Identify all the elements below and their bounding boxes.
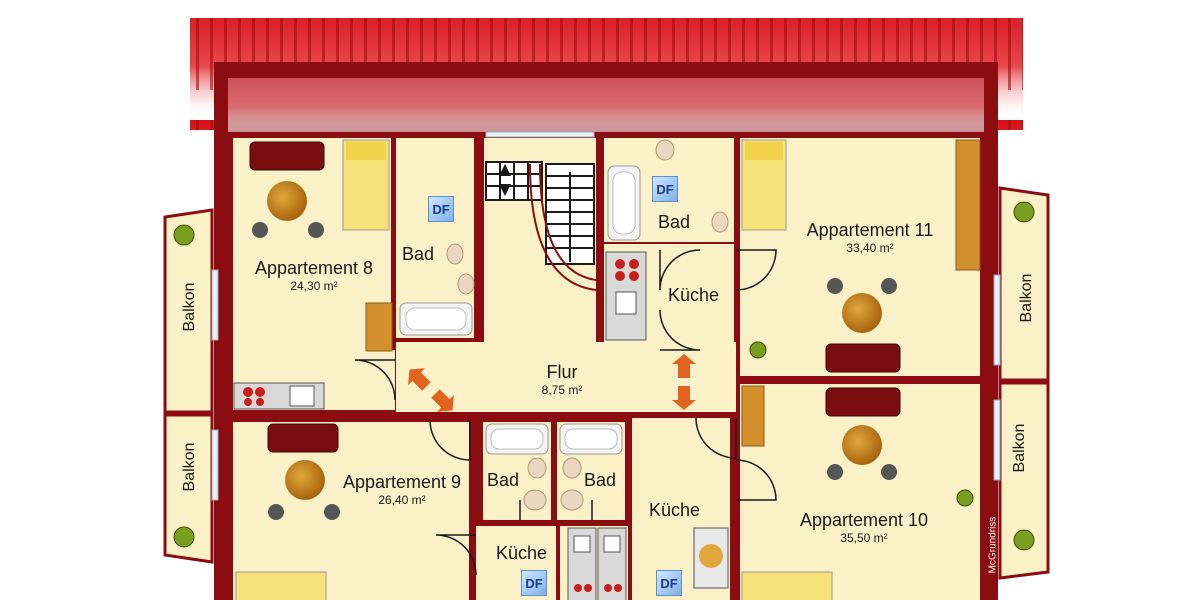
flur-label: Flur 8,75 m² bbox=[520, 362, 604, 397]
staircase bbox=[485, 161, 597, 291]
app9-area: 26,40 m² bbox=[378, 493, 426, 507]
app10-label: Appartement 10 35,50 m² bbox=[780, 510, 948, 545]
bad-label-9: Bad bbox=[487, 470, 520, 490]
balkon-label-10: Balkon bbox=[1011, 423, 1028, 473]
app11-area: 33,40 m² bbox=[846, 241, 894, 255]
flur-arrows bbox=[408, 354, 696, 412]
windows bbox=[211, 131, 1001, 501]
app8-name: Appartement 8 bbox=[254, 258, 374, 278]
bad-label-11: Bad bbox=[658, 212, 691, 232]
kueche-label-11: Küche bbox=[668, 285, 720, 305]
app11-name: Appartement 11 bbox=[806, 220, 934, 240]
df-marker-11: DF bbox=[652, 176, 678, 202]
beds bbox=[235, 139, 833, 600]
brand-mark: McGrundriss bbox=[983, 490, 1003, 600]
plants bbox=[173, 201, 1035, 551]
app8-area: 24,30 m² bbox=[290, 279, 338, 293]
wardrobes bbox=[365, 139, 981, 447]
balkon-label-11: Balkon bbox=[1018, 273, 1035, 323]
bad-label-8: Bad bbox=[402, 244, 435, 264]
df-marker-8: DF bbox=[428, 196, 454, 222]
doors bbox=[354, 249, 777, 576]
bath-fixtures bbox=[399, 139, 729, 511]
kitchenettes bbox=[233, 251, 647, 600]
balkon-label-9: Balkon bbox=[181, 442, 198, 492]
df-marker-10: DF bbox=[656, 570, 682, 596]
balkon-label-8: Balkon bbox=[181, 282, 198, 332]
balconies bbox=[163, 186, 1050, 580]
df-marker-9: DF bbox=[521, 570, 547, 596]
sofas bbox=[249, 141, 901, 453]
app10-name: Appartement 10 bbox=[799, 510, 929, 530]
app9-label: Appartement 9 26,40 m² bbox=[330, 472, 474, 507]
app9-name: Appartement 9 bbox=[342, 472, 462, 492]
bad-label-10: Bad bbox=[584, 470, 617, 490]
flur-name: Flur bbox=[546, 362, 578, 382]
app8-label: Appartement 8 24,30 m² bbox=[240, 258, 388, 293]
app11-label: Appartement 11 33,40 m² bbox=[790, 220, 950, 255]
flur-area: 8,75 m² bbox=[541, 383, 583, 397]
brand-text: McGrundriss bbox=[987, 516, 999, 574]
stair-arrows bbox=[499, 164, 511, 196]
kueche-label-10: Küche bbox=[649, 500, 701, 520]
kueche-label-9: Küche bbox=[496, 543, 548, 563]
app10-area: 35,50 m² bbox=[840, 531, 888, 545]
dining-sets bbox=[252, 181, 897, 589]
